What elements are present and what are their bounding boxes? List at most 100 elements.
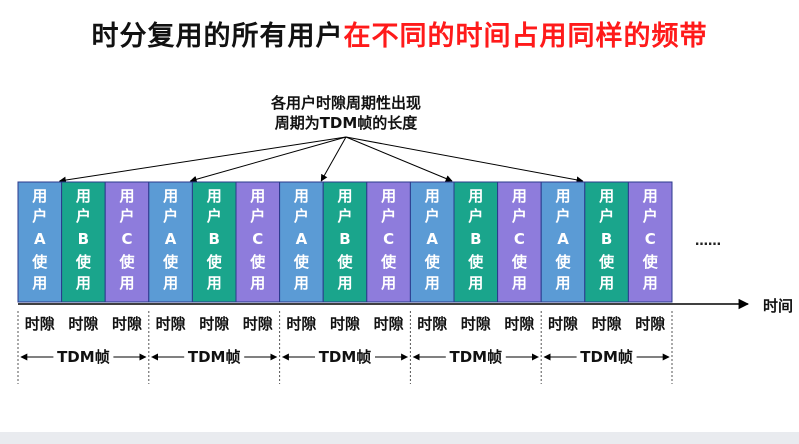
slot-char: 用	[76, 274, 91, 292]
slot-char: 用	[207, 274, 222, 292]
pointer-arrow	[345, 136, 453, 182]
pointer-arrow	[58, 136, 347, 184]
slot-label: 时隙	[504, 315, 534, 333]
frame-label: TDM帧	[580, 348, 633, 366]
annotation-line-2: 周期为TDM帧的长度	[275, 114, 419, 132]
slot-char: A	[296, 230, 308, 248]
slot-char: 户	[163, 207, 178, 225]
slot-char: B	[601, 230, 612, 248]
slot-block	[279, 181, 324, 303]
slot-char: 使	[424, 253, 441, 271]
slot-char: 使	[249, 253, 266, 271]
slot-char: 使	[31, 253, 48, 271]
slot-block	[366, 181, 411, 303]
time-slots: 用户A使用用户B使用用户C使用用户A使用用户B使用用户C使用用户A使用用户B使用…	[17, 181, 673, 303]
slot-char: 用	[555, 187, 570, 205]
slot-char: 用	[425, 274, 440, 292]
slot-label: 时隙	[156, 315, 186, 333]
slot-char: 用	[250, 187, 265, 205]
slot-char: 用	[468, 187, 483, 205]
frame-label: TDM帧	[57, 348, 110, 366]
slot-char: 户	[555, 207, 570, 225]
slot-block	[148, 181, 193, 303]
slot-char: 户	[643, 207, 658, 225]
slot-label: 时隙	[330, 315, 360, 333]
slot-char: 用	[337, 187, 352, 205]
slot-char: 户	[32, 207, 47, 225]
slot-char: 户	[337, 207, 352, 225]
slot-char: 使	[467, 253, 484, 271]
slot-char: 用	[643, 274, 658, 292]
slot-label: 时隙	[112, 315, 142, 333]
slot-char: C	[383, 230, 394, 248]
slot-label: 时隙	[592, 315, 622, 333]
title-red-part: 在不同的时间占用同样的频带	[343, 21, 708, 52]
slot-char: 用	[599, 274, 614, 292]
slot-char: 用	[119, 274, 134, 292]
slot-char: 户	[119, 207, 134, 225]
slot-char: 用	[119, 187, 134, 205]
slot-block	[540, 181, 586, 303]
slot-char: 用	[512, 274, 527, 292]
slot-char: 用	[76, 187, 91, 205]
frame-label: TDM帧	[449, 348, 502, 366]
slot-char: 用	[32, 187, 47, 205]
slot-char: 用	[294, 274, 309, 292]
slot-char: 使	[206, 253, 223, 271]
title-black-part: 时分复用的所有用户	[91, 21, 344, 52]
slot-block	[453, 181, 499, 303]
slot-char: C	[121, 230, 132, 248]
slot-char: 用	[599, 187, 614, 205]
slot-char: C	[252, 230, 263, 248]
slot-char: 户	[207, 207, 222, 225]
slot-label: 时隙	[25, 315, 55, 333]
pointer-arrow	[320, 136, 347, 182]
slot-char: 户	[250, 207, 265, 225]
slot-char: A	[165, 230, 177, 248]
slot-char: 用	[163, 274, 178, 292]
slot-label: 时隙	[286, 315, 316, 333]
slot-char: B	[78, 230, 89, 248]
slot-char: 户	[294, 207, 309, 225]
slot-char: 户	[425, 207, 440, 225]
slot-char: 使	[293, 253, 310, 271]
slot-char: 用	[32, 274, 47, 292]
slot-char: 用	[555, 274, 570, 292]
slot-char: 用	[643, 187, 658, 205]
slot-char: 使	[554, 253, 571, 271]
continuation-ellipsis: ……	[695, 234, 721, 249]
page-title: 时分复用的所有用户在不同的时间占用同样的频带	[0, 14, 799, 53]
slot-char: 用	[207, 187, 222, 205]
slot-char: 用	[163, 187, 178, 205]
slot-block	[17, 181, 63, 303]
slot-char: 用	[381, 274, 396, 292]
slot-char: 用	[468, 274, 483, 292]
slot-char: 用	[294, 187, 309, 205]
slot-label: 时隙	[374, 315, 404, 333]
slot-block	[409, 181, 455, 303]
slot-char: 用	[381, 187, 396, 205]
slot-label: 时隙	[68, 315, 98, 333]
pointer-arrow	[345, 136, 584, 184]
slot-char: 使	[75, 253, 92, 271]
slot-label: 时隙	[548, 315, 578, 333]
slot-char: B	[339, 230, 350, 248]
slot-char: 户	[599, 207, 614, 225]
slot-block	[584, 181, 629, 303]
slot-char: C	[514, 230, 525, 248]
slot-char: 使	[380, 253, 397, 271]
